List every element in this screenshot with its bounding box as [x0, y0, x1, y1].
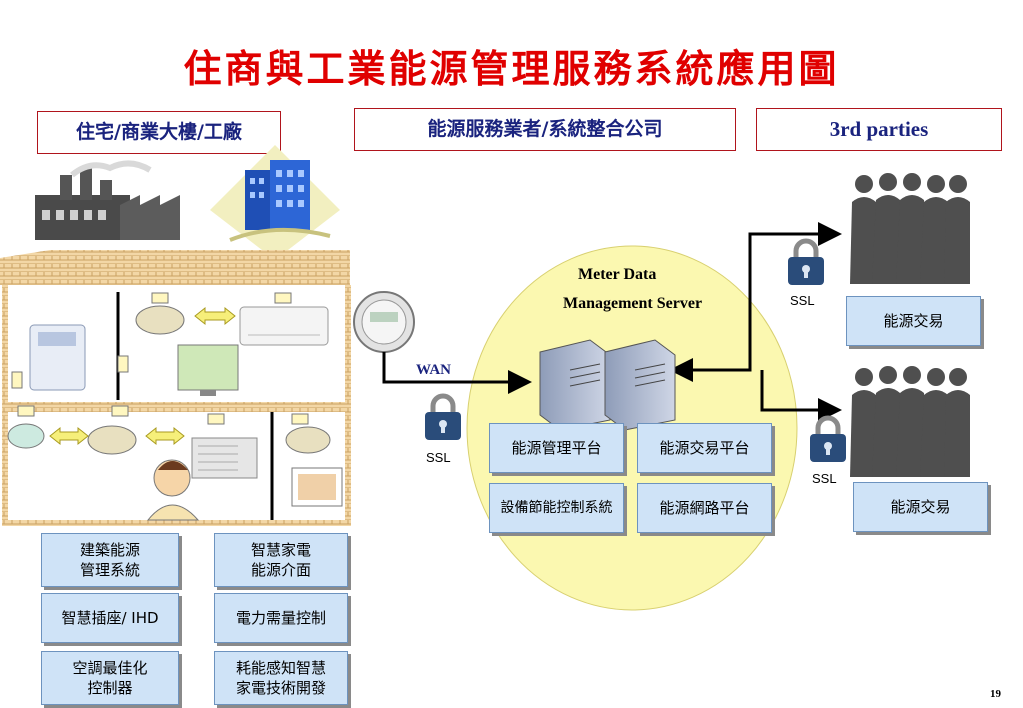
- server-label-line1: Meter Data: [578, 266, 657, 283]
- ssl-label-bottom: SSL: [812, 471, 837, 486]
- smart-meter-icon: [353, 291, 415, 353]
- person-with-remote-icon: [146, 459, 200, 521]
- third-party-trading-top: 能源交易: [846, 296, 981, 346]
- module-energy-trading: 能源交易平台: [637, 423, 772, 473]
- feature-ac-optimizer: 空調最佳化 控制器: [41, 651, 179, 705]
- window-ac-icon: [191, 437, 258, 479]
- feature-building-ems: 建築能源 管理系統: [41, 533, 179, 587]
- house-structure: [0, 250, 351, 526]
- header-provider: 能源服務業者/系統整合公司: [354, 108, 736, 151]
- feature-smart-appliance: 智慧家電 能源介面: [214, 533, 348, 587]
- monitor-icon: [177, 344, 239, 396]
- factory-icon: [35, 160, 180, 240]
- small-plug-markers: [11, 292, 309, 425]
- ssl-label-wan: SSL: [426, 450, 451, 465]
- feature-smart-plug-ihd: 智慧插座/ IHD: [41, 593, 179, 643]
- server-label-line2: Management Server: [563, 295, 703, 312]
- padlock-icon: [425, 238, 846, 462]
- connection-lines: [382, 222, 842, 422]
- office-building-icon: [210, 145, 340, 260]
- header-third-parties: 3rd parties: [756, 108, 1002, 151]
- page-number: 19: [990, 688, 1001, 700]
- module-equipment-control: 設備節能控制系統: [489, 483, 624, 533]
- wan-label: WAN: [416, 362, 452, 378]
- page-title: 住商與工業能源管理服務系統應用圖: [183, 46, 840, 91]
- third-party-trading-bottom: 能源交易: [853, 482, 988, 532]
- ceiling-lamp-icon: [7, 305, 331, 455]
- header-building: 住宅/商業大樓/工廠: [37, 111, 281, 154]
- double-arrow-icon: [49, 306, 236, 446]
- washing-machine-icon: [29, 324, 86, 391]
- module-energy-management: 能源管理平台: [489, 423, 624, 473]
- fridge-icon: [291, 467, 343, 507]
- air-conditioner-icon: [239, 306, 329, 346]
- feature-demand-control: 電力需量控制: [214, 593, 348, 643]
- feature-appliance-tech: 耗能感知智慧 家電技術開發: [214, 651, 348, 705]
- module-energy-network: 能源網路平台: [637, 483, 772, 533]
- server-icon: [539, 339, 676, 431]
- people-group-icon: [850, 173, 970, 477]
- ssl-label-top: SSL: [790, 293, 815, 308]
